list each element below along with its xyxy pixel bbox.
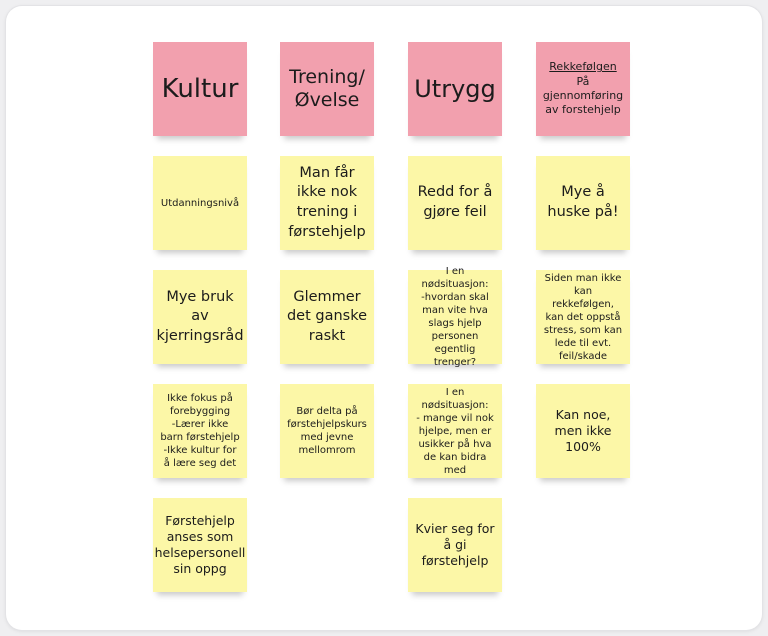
sticky-note[interactable]: Redd for å gjøre feil [408, 156, 502, 250]
sticky-note[interactable]: Kvier seg for å gi førstehjelp [408, 498, 502, 592]
note-text: Siden man ikke kan rekkefølgen, kan det … [543, 272, 623, 362]
header-note-kultur[interactable]: Kultur [153, 42, 247, 136]
header-label: Kultur [161, 73, 239, 104]
note-text: Kvier seg for å gi førstehjelp [415, 520, 495, 569]
header-note-rekkefolgen[interactable]: Rekkefølgen På gjennomføring av forstehj… [536, 42, 630, 136]
header-label: På gjennomføring av forstehjelp [542, 74, 624, 117]
header-label: Trening/ Øvelse [289, 66, 365, 111]
sticky-note[interactable]: Mye å huske på! [536, 156, 630, 250]
note-text: I en nødsituasjon: - mange vil nok hjelp… [416, 386, 494, 476]
whiteboard: Kultur Utdanningsnivå Mye bruk av kjerri… [6, 6, 762, 630]
note-text: Kan noe, men ikke 100% [554, 406, 612, 455]
header-note-trening[interactable]: Trening/ Øvelse [280, 42, 374, 136]
note-text: I en nødsituasjon: -hvordan skal man vit… [421, 266, 489, 368]
header-note-utrygg[interactable]: Utrygg [408, 42, 502, 136]
header-label: Utrygg [414, 74, 496, 103]
sticky-note[interactable]: Kan noe, men ikke 100% [536, 384, 630, 478]
sticky-note[interactable]: Siden man ikke kan rekkefølgen, kan det … [536, 270, 630, 364]
note-text: Ikke fokus på forebygging -Lærer ikke ba… [160, 393, 240, 469]
sticky-note[interactable]: Ikke fokus på forebygging -Lærer ikke ba… [153, 384, 247, 478]
note-text: Redd for å gjøre feil [417, 184, 493, 220]
sticky-note[interactable]: Utdanningsnivå [153, 156, 247, 250]
header-title: Rekkefølgen [549, 60, 617, 74]
sticky-note[interactable]: Glemmer det ganske raskt [280, 270, 374, 364]
sticky-note[interactable]: Førstehjelp anses som helsepersonell sin… [153, 498, 247, 592]
sticky-note[interactable]: Bør delta på førstehjelpskurs med jevne … [280, 384, 374, 478]
note-text: Mye bruk av kjerringsråd [156, 288, 244, 344]
note-text: Glemmer det ganske raskt [286, 288, 368, 344]
note-text: Førstehjelp anses som helsepersonell sin… [154, 512, 246, 577]
sticky-note[interactable]: Mye bruk av kjerringsråd [153, 270, 247, 364]
sticky-note[interactable]: Man får ikke nok trening i førstehjelp [280, 156, 374, 250]
note-text: Man får ikke nok trening i førstehjelp [288, 164, 366, 240]
note-text: Bør delta på førstehjelpskurs med jevne … [287, 406, 367, 456]
note-text: Mye å huske på! [547, 184, 619, 220]
sticky-note[interactable]: I en nødsituasjon: - mange vil nok hjelp… [408, 384, 502, 478]
note-text: Utdanningsnivå [160, 197, 240, 209]
sticky-note[interactable]: I en nødsituasjon: -hvordan skal man vit… [408, 266, 502, 368]
